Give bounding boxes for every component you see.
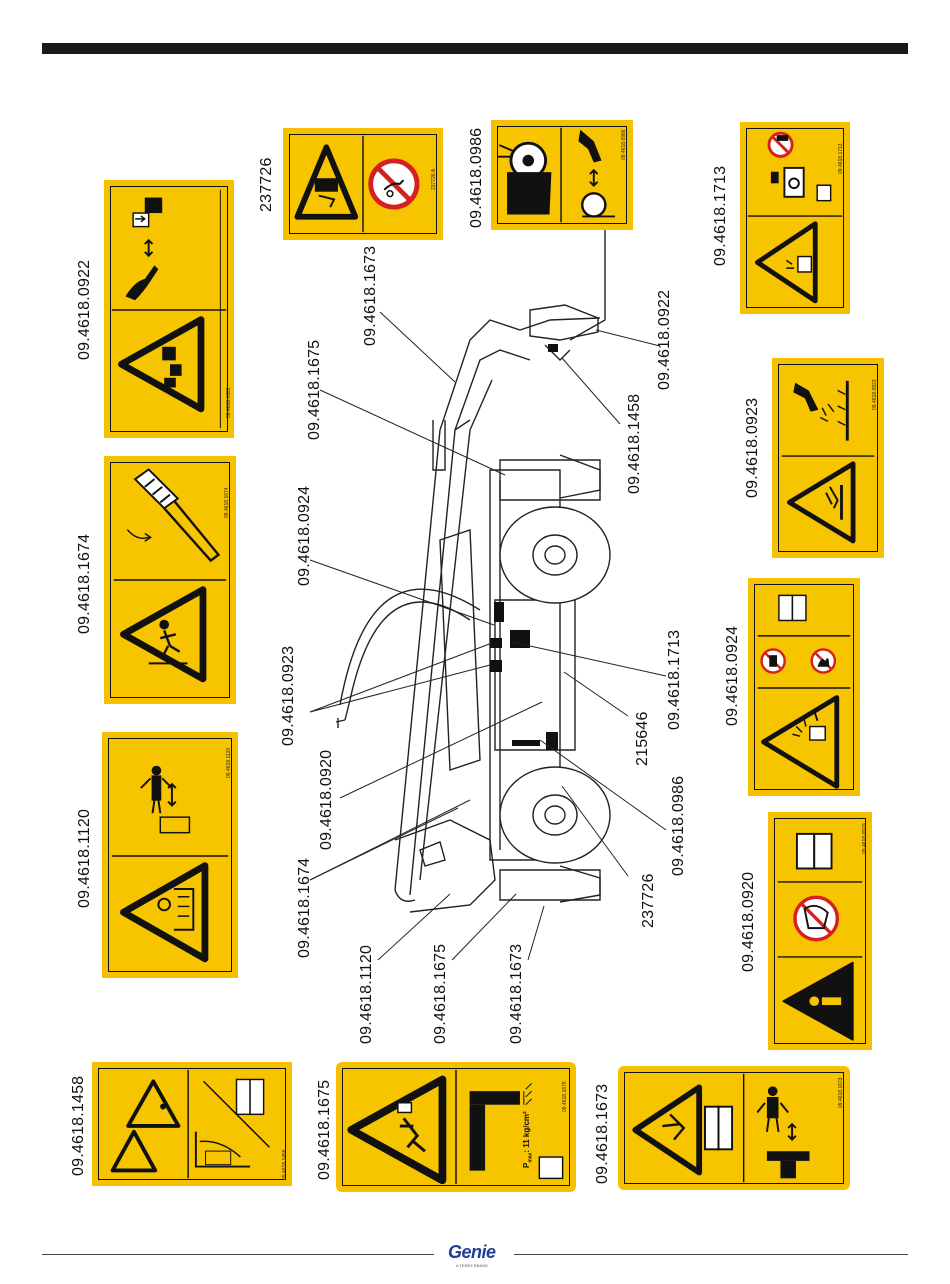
- crush-outrigger-icon: [632, 1073, 810, 1183]
- rear-wheel: [499, 766, 611, 864]
- pressure-hazard-icon: [347, 1069, 564, 1185]
- callout-0924: 09.4618.0924: [296, 485, 313, 586]
- callout-1674: 09.4618.1674: [296, 857, 313, 958]
- callout-237726: 237726: [640, 873, 657, 928]
- callout-1713: 09.4618.1713: [666, 629, 683, 730]
- decal-0922: 09.4618.0922: [104, 180, 234, 438]
- decal-1120: 09.4618.1120: [102, 732, 238, 978]
- decal-0924: [748, 578, 860, 796]
- decal-1458: 09.4618.1458: [92, 1062, 292, 1186]
- load-chart-icon: [110, 1069, 270, 1179]
- front-wheel: [499, 506, 611, 604]
- callout-1458: 09.4618.1458: [626, 393, 643, 494]
- entanglement-icon: [111, 765, 229, 963]
- footer-rule-right: [514, 1254, 908, 1255]
- battery-fire-icon: [757, 594, 851, 789]
- footer-rule-left: [42, 1254, 434, 1255]
- warning-manual-icon: [777, 832, 863, 1041]
- header-bar: [42, 43, 908, 54]
- callout-0920: 09.4618.0920: [318, 749, 335, 850]
- callout-1675-bottom: 09.4618.1675: [432, 943, 449, 1044]
- callout-0922: 09.4618.0922: [656, 289, 673, 390]
- decal-1713: 09.4618.1713: [740, 122, 850, 314]
- callout-1673-bottom: 09.4618.1673: [508, 943, 525, 1044]
- callout-1675-top: 09.4618.1675: [306, 339, 323, 440]
- decal-237726: 237726 A: [283, 128, 443, 240]
- decal-0920: 09.4618.0920: [768, 812, 872, 1050]
- battery-explosion-icon: [747, 131, 843, 304]
- decal-1674: 09.4618.1674: [104, 456, 236, 704]
- pinch-roller-icon: [497, 127, 615, 223]
- decal-1675: Pmax: 11 kg/cm² 09.4618.1675: [336, 1062, 576, 1192]
- callout-0986: 09.4618.0986: [670, 775, 687, 876]
- callout-215646: 215646: [634, 711, 651, 766]
- decal-0923: 09.4618.0923: [772, 358, 884, 558]
- crush-hazard-icon: [111, 189, 227, 429]
- tip-over-icon: [113, 468, 227, 683]
- decal-1673: 09.4618.1673: [618, 1066, 850, 1190]
- genie-logo: Genie A TEREX BRAND: [448, 1242, 496, 1268]
- callout-1120: 09.4618.1120: [358, 944, 375, 1044]
- callout-1673-top: 09.4618.1673: [362, 245, 379, 346]
- hot-surface-icon: [781, 380, 875, 544]
- decal-0986: 09.4618.0986: [491, 120, 633, 230]
- callout-0923: 09.4618.0923: [280, 645, 297, 746]
- prohibit-hand-icon: [294, 135, 420, 233]
